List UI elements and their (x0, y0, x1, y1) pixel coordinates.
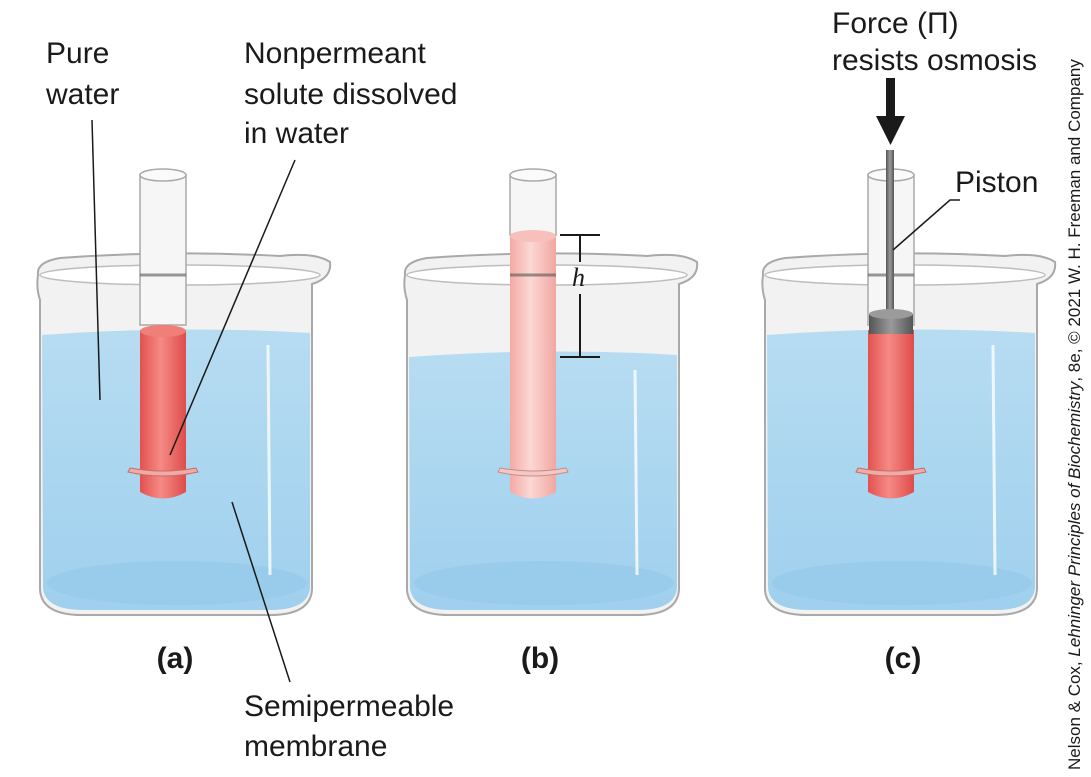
force-arrow (876, 78, 905, 145)
copyright-credit: Nelson & Cox, Lehninger Principles of Bi… (1065, 59, 1084, 770)
panel-label-c: (c) (885, 642, 922, 675)
panel-label-b: (b) (521, 642, 559, 675)
membrane-band-b (497, 467, 569, 477)
piston (869, 150, 913, 334)
height-label: h (572, 263, 585, 292)
solute-solution-a (140, 330, 186, 490)
solute-leader (169, 159, 296, 456)
panel-b: h (403, 168, 699, 616)
solute-solution-c (868, 330, 914, 490)
solute-solution-b (510, 235, 556, 490)
pure-water-label: Pure water (45, 37, 119, 111)
panel-a (36, 168, 332, 616)
tube-b (497, 168, 569, 499)
membrane-band-c (855, 467, 927, 477)
panel-c (761, 78, 1057, 616)
tube-a (127, 168, 199, 499)
leader-lines (91, 119, 960, 683)
membrane-label: Semipermeable membrane (244, 690, 462, 763)
piston-leader (892, 199, 960, 251)
membrane-band-a (127, 467, 199, 477)
force-label: Force (Π) resists osmosis (832, 7, 1037, 77)
piston-label: Piston (955, 166, 1038, 199)
solute-label: Nonpermeant solute dissolved in water (244, 37, 466, 150)
panel-label-a: (a) (157, 642, 194, 675)
piston-head (869, 314, 913, 334)
membrane-leader (231, 501, 291, 683)
pure-water-leader (91, 119, 101, 401)
piston-rod (886, 150, 894, 320)
height-bracket: h (560, 234, 600, 358)
